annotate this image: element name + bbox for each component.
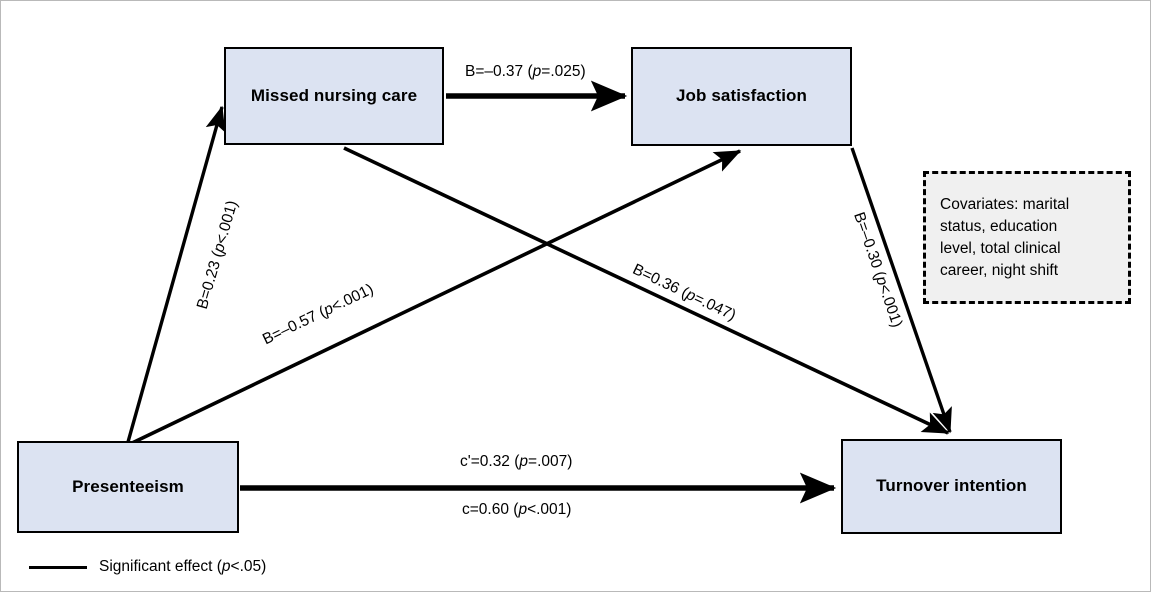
node-presenteeism[interactable]: Presenteeism: [17, 441, 239, 533]
node-label-presenteeism: Presenteeism: [72, 476, 184, 496]
arrow-presenteeism-to-jobsat: [129, 149, 742, 446]
arrow-jobsat-to-turnover: [850, 147, 952, 434]
node-label-missed-nursing-care: Missed nursing care: [250, 85, 418, 105]
node-missed-nursing-care[interactable]: Missed nursing care: [224, 47, 444, 145]
arrow-presenteeism-to-missed: [126, 105, 226, 443]
covariates-note: Covariates: marital status, education le…: [923, 171, 1131, 304]
node-turnover-intention[interactable]: Turnover intention: [841, 439, 1062, 534]
node-label-job-satisfaction: Job satisfaction: [675, 86, 808, 106]
legend-text: Significant effect (p<.05): [99, 558, 267, 575]
node-label-turnover-intention: Turnover intention: [876, 476, 1027, 496]
legend-line-icon: [29, 565, 87, 569]
covariates-text: Covariates: marital status, education le…: [940, 195, 1070, 279]
legend: Significant effect (p<.05): [29, 558, 266, 576]
arrow-missed-to-turnover: [343, 146, 950, 435]
path-label-missed-to-jobsat: B=–0.37 (p=.025): [465, 63, 586, 80]
path-label-direct-effect: c'=0.32 (p=.007): [460, 453, 573, 470]
path-label-total-effect: c=0.60 (p<.001): [462, 501, 572, 518]
node-job-satisfaction[interactable]: Job satisfaction: [631, 47, 852, 146]
